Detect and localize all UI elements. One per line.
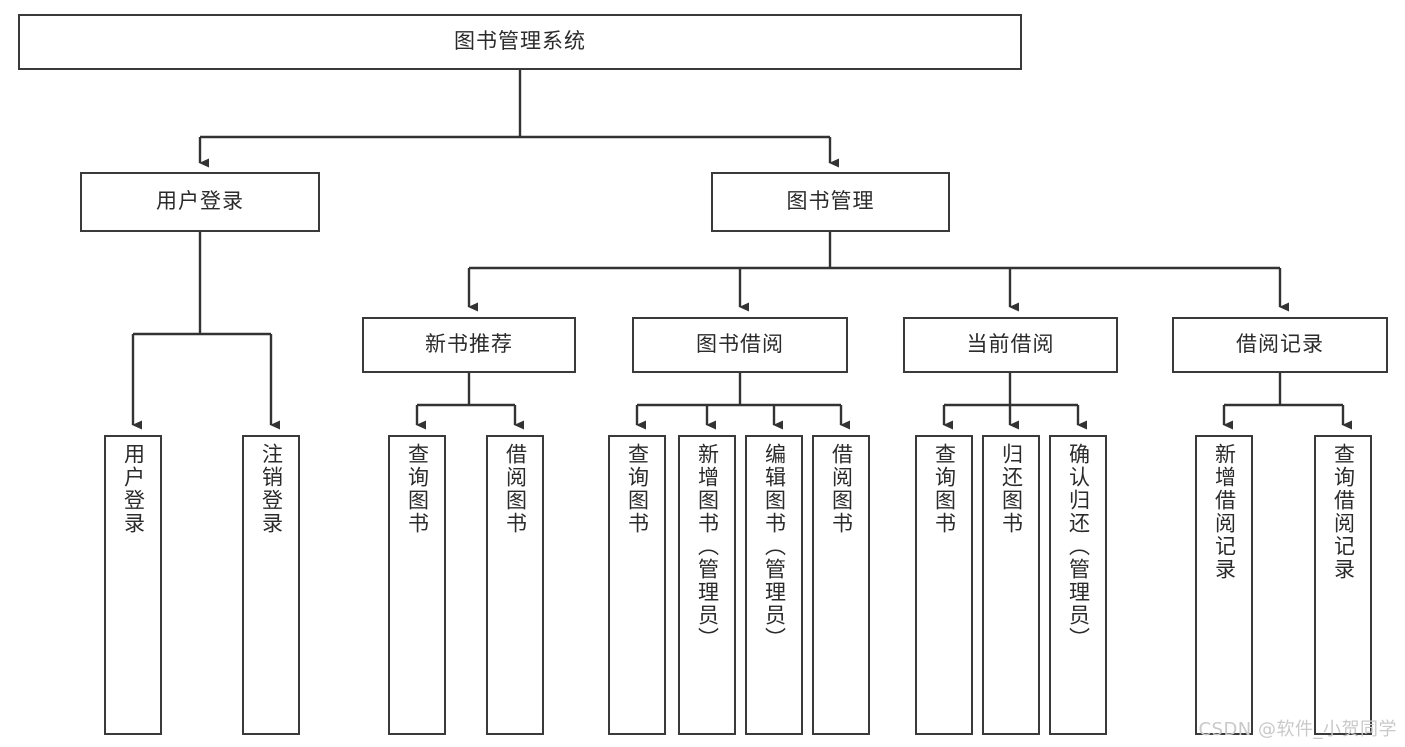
leaf-label: 编辑图书（管理员） [762, 443, 787, 650]
node-book-borrow[interactable]: 图书借阅 [632, 317, 848, 373]
watermark-text: CSDN @软件_小贺同学 [1198, 719, 1397, 740]
leaf-query-book-new[interactable]: 查询图书 [388, 435, 446, 735]
leaf-label: 注销登录 [259, 443, 284, 535]
leaf-return-book[interactable]: 归还图书 [982, 435, 1040, 735]
leaf-edit-book-admin[interactable]: 编辑图书（管理员） [745, 435, 803, 735]
leaf-label: 归还图书 [999, 443, 1024, 535]
leaf-label: 确认归还（管理员） [1066, 443, 1091, 650]
node-root-system[interactable]: 图书管理系统 [18, 14, 1022, 70]
leaf-query-borrow-record[interactable]: 查询借阅记录 [1314, 435, 1372, 735]
node-label: 用户登录 [156, 189, 244, 214]
leaf-borrow-book[interactable]: 借阅图书 [812, 435, 870, 735]
leaf-query-book-borrow[interactable]: 查询图书 [608, 435, 666, 735]
leaf-label: 新增借阅记录 [1212, 443, 1237, 581]
node-label: 图书借阅 [696, 332, 784, 357]
leaf-label: 查询图书 [932, 443, 957, 535]
node-label: 图书管理 [786, 189, 875, 214]
leaf-user-login[interactable]: 用户登录 [104, 435, 162, 735]
leaf-logout[interactable]: 注销登录 [242, 435, 300, 735]
leaf-label: 新增图书（管理员） [695, 443, 720, 650]
node-new-book-recommend[interactable]: 新书推荐 [362, 317, 576, 373]
leaf-label: 查询借阅记录 [1331, 443, 1356, 581]
leaf-add-book-admin[interactable]: 新增图书（管理员） [678, 435, 736, 735]
node-label: 当前借阅 [966, 332, 1055, 357]
leaf-borrow-book-new[interactable]: 借阅图书 [486, 435, 544, 735]
leaf-label: 借阅图书 [503, 443, 528, 535]
node-borrow-record[interactable]: 借阅记录 [1172, 317, 1388, 373]
node-label: 借阅记录 [1236, 332, 1324, 357]
leaf-label: 借阅图书 [829, 443, 854, 535]
leaf-label: 用户登录 [121, 443, 146, 535]
leaf-label: 查询图书 [625, 443, 650, 535]
leaf-query-book-current[interactable]: 查询图书 [915, 435, 973, 735]
node-current-borrow[interactable]: 当前借阅 [903, 317, 1118, 373]
node-label: 新书推荐 [425, 332, 513, 357]
node-user-login[interactable]: 用户登录 [80, 172, 320, 232]
leaf-label: 查询图书 [405, 443, 430, 535]
node-book-management[interactable]: 图书管理 [711, 172, 950, 232]
leaf-confirm-return-admin[interactable]: 确认归还（管理员） [1049, 435, 1107, 735]
node-label: 图书管理系统 [454, 29, 586, 54]
leaf-add-borrow-record[interactable]: 新增借阅记录 [1195, 435, 1253, 735]
